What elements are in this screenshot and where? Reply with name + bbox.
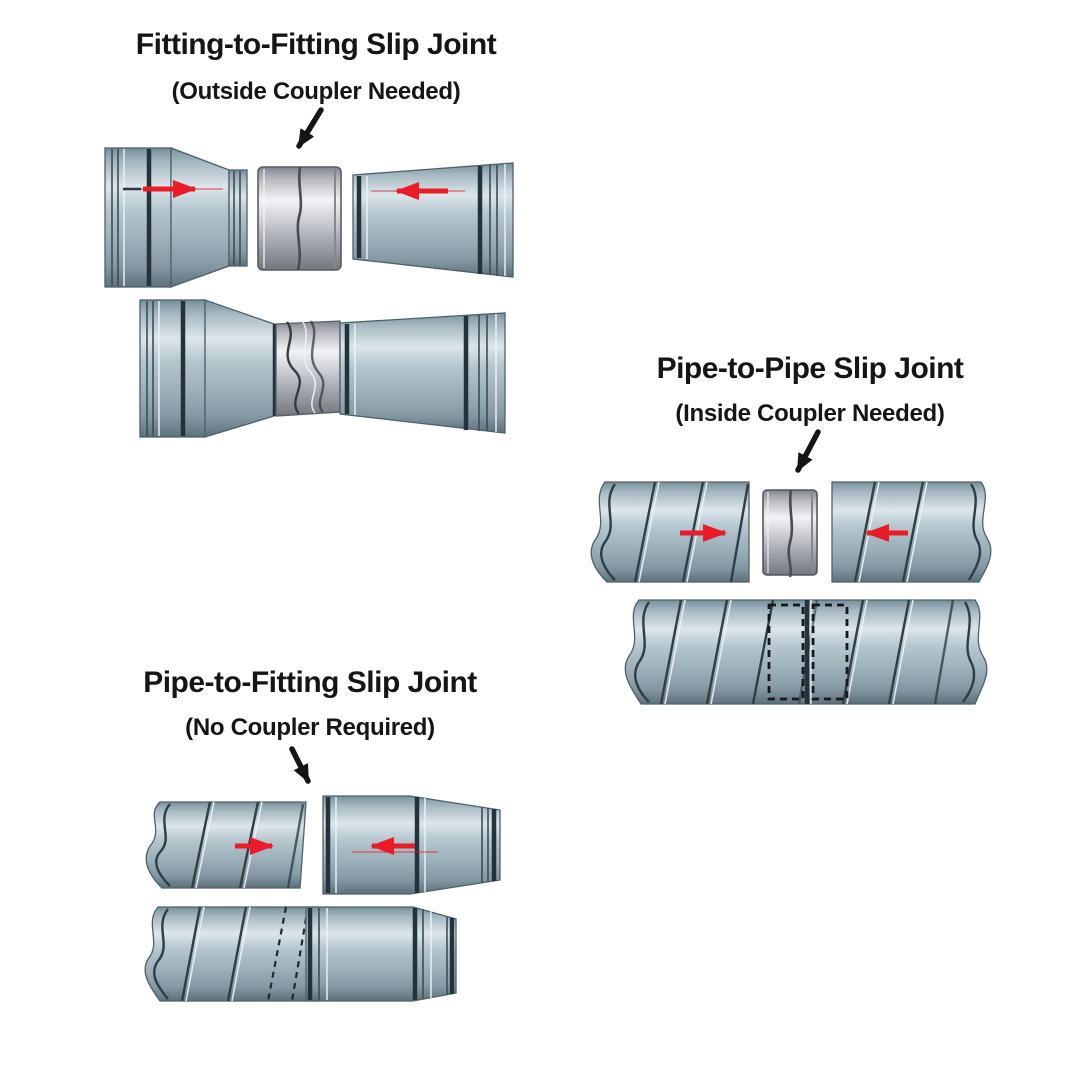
inside-coupler-graphic [762,489,818,578]
pipe-to-pipe-assembled-illustration [624,599,988,705]
assembled-joint-graphic [139,299,506,438]
spiral-pipe-graphic [145,801,307,889]
pipe-to-fitting-assembled-illustration [144,906,457,1002]
assembled-pipe-graphic [624,599,988,705]
section-title: Pipe-to-Pipe Slip Joint [656,352,964,385]
right-spiral-pipe-graphic [831,481,992,583]
hidden-coupler-outline [767,603,849,701]
pointer-arrow-icon [289,746,311,784]
left-fitting-graphic [104,147,248,288]
assembled-pipe-section-graphic [144,906,319,1002]
right-fitting-graphic [352,162,514,278]
section-subtitle: (No Coupler Required) [185,714,435,741]
pipe-to-pipe-exploded-illustration [590,481,992,583]
left-spiral-pipe-graphic [590,481,750,583]
section-title: Fitting-to-Fitting Slip Joint [135,28,497,61]
section-title: Pipe-to-Fitting Slip Joint [143,666,477,699]
fitting-to-fitting-exploded-illustration [104,147,514,288]
pointer-arrow-icon [296,107,324,149]
section-subtitle: (Inside Coupler Needed) [675,400,945,427]
pipe-to-fitting-exploded-illustration [145,795,501,895]
fitting-to-fitting-assembled-illustration [139,299,506,438]
pointer-arrow-icon [795,429,821,473]
section-subtitle: (Outside Coupler Needed) [171,78,461,105]
outside-coupler-graphic [257,166,342,271]
assembled-fitting-section-graphic [305,906,457,1002]
